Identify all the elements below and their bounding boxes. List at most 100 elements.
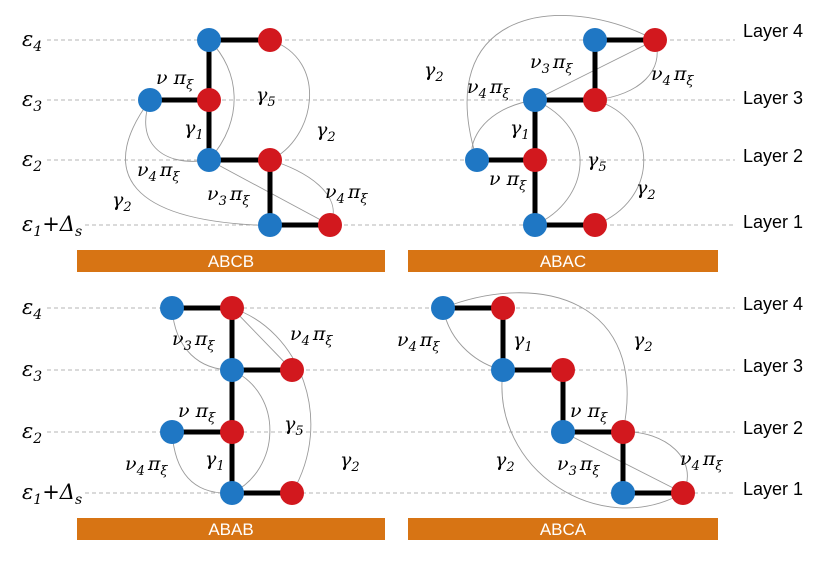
abac-label-gamma1: γ1 [510, 117, 530, 143]
axis-labels-bottom: ε4 ε3 ε2 ε1+Δs [22, 295, 82, 508]
axis-eps3-top: ε3 [22, 87, 42, 115]
abcb-node-red [258, 28, 282, 52]
abac-label-nu-pi: ν πξ [489, 168, 527, 194]
abca-node-blue [431, 296, 455, 320]
layer-label-bottom-4: Layer 4 [743, 294, 803, 314]
abac-node-blue [523, 213, 547, 237]
abcb-gamma5-edge [208, 39, 235, 161]
abca-label-nu-pi: ν πξ [570, 400, 608, 426]
abcb-node-red [318, 213, 342, 237]
axis-eps4-bottom: ε4 [22, 295, 42, 323]
abac-node-red [523, 148, 547, 172]
abac-node-blue [583, 28, 607, 52]
banners: ABCB ABAC ABAB ABCA [77, 250, 718, 540]
abcb-node-red [258, 148, 282, 172]
abab-node-blue [220, 358, 244, 382]
axis-eps1-delta-top: ε1+Δs [22, 212, 82, 240]
abca-gamma2-top-edge [442, 292, 628, 433]
abca-nu4-top-edge [442, 307, 504, 371]
abca-node-red [551, 358, 575, 382]
abab-node-red [280, 358, 304, 382]
abab-node-red [280, 481, 304, 505]
abca-label-gamma2-bottom: γ2 [495, 449, 515, 475]
abac-gamma5-edge [534, 99, 581, 226]
abcb-nu4-left-edge [145, 99, 210, 162]
banner-abcb [77, 250, 385, 272]
abcb-node-blue [197, 28, 221, 52]
abcb-node-blue [197, 148, 221, 172]
abcb-gamma2-loop-edge [125, 99, 331, 227]
axis-eps1-delta-bottom: ε1+Δs [22, 480, 82, 508]
abca-node-blue [551, 420, 575, 444]
abcb-node-blue [258, 213, 282, 237]
banner-abac-label: ABAC [540, 252, 586, 271]
banner-abca [408, 518, 718, 540]
abab-nu4-top-edge [231, 307, 293, 371]
abab-label-gamma2: γ2 [340, 449, 360, 475]
abac-node-red [643, 28, 667, 52]
abab-node-blue [160, 296, 184, 320]
banner-abab-label: ABAB [208, 520, 253, 539]
abca-node-red [491, 296, 515, 320]
abcb-node-red [197, 88, 221, 112]
banner-abcb-label: ABCB [208, 252, 254, 271]
banner-abac [408, 250, 718, 272]
abac-gamma2-right-edge [594, 99, 644, 226]
abab-gamma2-edge [231, 307, 312, 494]
banner-abab [77, 518, 385, 540]
abab-gamma5-edge [231, 369, 271, 494]
abac-gamma2-big-edge [466, 15, 656, 161]
layer-label-top-4: Layer 4 [743, 21, 803, 41]
abca-node-red [671, 481, 695, 505]
abac-label-gamma2-left: γ2 [424, 59, 444, 85]
abca-node-blue [491, 358, 515, 382]
abac-node-blue [465, 148, 489, 172]
abcb-label-gamma2: γ2 [316, 119, 336, 145]
abcb-label-gamma2-loop: γ2 [112, 189, 132, 215]
layer-label-bottom-3: Layer 3 [743, 356, 803, 376]
abac-node-blue [523, 88, 547, 112]
axis-eps4-top: ε4 [22, 27, 42, 55]
layer-label-top-2: Layer 2 [743, 146, 803, 166]
abab-node-red [220, 296, 244, 320]
abac-label-gamma2-right: γ2 [636, 177, 656, 203]
abab-node-red [220, 420, 244, 444]
layer-label-bottom-2: Layer 2 [743, 418, 803, 438]
abcb-node-blue [138, 88, 162, 112]
abab-node-blue [220, 481, 244, 505]
layer-label-bottom-1: Layer 1 [743, 479, 803, 499]
abca-label-gamma1: γ1 [513, 329, 533, 355]
abca-node-blue [611, 481, 635, 505]
layer-label-top-1: Layer 1 [743, 212, 803, 232]
abca-label-gamma2-top: γ2 [633, 329, 653, 355]
axis-eps2-bottom: ε2 [22, 419, 42, 447]
abcb-label-nu-pi: ν πξ [156, 67, 194, 93]
layer-labels-top: Layer 4 Layer 3 Layer 2 Layer 1 [743, 21, 803, 232]
axis-eps2-top: ε2 [22, 147, 42, 175]
abac-node-red [583, 88, 607, 112]
layer-labels-bottom: Layer 4 Layer 3 Layer 2 Layer 1 [743, 294, 803, 499]
axis-eps3-bottom: ε3 [22, 357, 42, 385]
abac-label-gamma5: γ5 [587, 149, 607, 175]
abcb-label-gamma1: γ1 [184, 117, 204, 143]
abca-gamma2-bottom-edge [501, 369, 684, 509]
abac-node-red [583, 213, 607, 237]
abab-node-blue [160, 420, 184, 444]
axis-labels-top: ε4 ε3 ε2 ε1+Δs [22, 27, 82, 240]
